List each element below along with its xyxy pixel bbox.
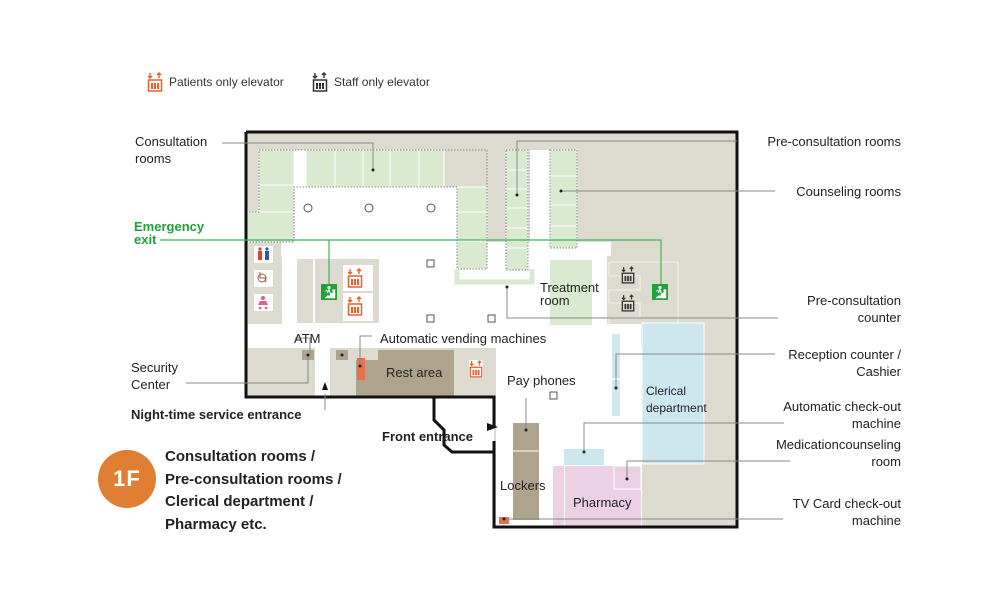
label-pre-consultation-counter: Pre-consultation counter — [807, 292, 901, 326]
patients-elevator-icon — [469, 360, 483, 378]
floor-description-line: Clerical department / — [165, 493, 314, 510]
label-line: room — [871, 454, 901, 469]
columns — [303, 203, 558, 400]
legend-patients-label: Patients only elevator — [169, 75, 284, 89]
label-rest-area: Rest area — [386, 365, 443, 380]
treatment-room — [550, 260, 592, 325]
vending-machine — [357, 358, 365, 380]
label-consultation-rooms: Consultation rooms — [135, 133, 207, 167]
label-line: machine — [851, 416, 901, 431]
baby-changing-icon — [254, 294, 273, 311]
floor-description-line: Pharmacy etc. — [165, 515, 267, 533]
label-lockers: Lockers — [500, 478, 546, 493]
label-line: Pre-consultation — [807, 293, 901, 308]
floor-badge: 1F — [98, 450, 156, 508]
label-atm: ATM — [294, 331, 321, 346]
label-line: Emergency — [134, 219, 205, 234]
label-medication-counseling: Medicationcounseling room — [776, 436, 901, 470]
emergency-exit-icon — [652, 284, 668, 300]
counseling-rooms — [549, 149, 578, 249]
label-counseling-rooms: Counseling rooms — [796, 184, 901, 199]
consultation-rooms — [246, 149, 488, 270]
label-reception-counter: Reception counter / Cashier — [788, 346, 901, 380]
label-line: room — [540, 293, 570, 308]
label-line: Treatment — [540, 280, 599, 295]
label-emergency-exit: Emergency exit — [134, 220, 204, 246]
label-line: machine — [851, 513, 901, 528]
label-night-entrance: Night-time service entrance — [131, 407, 302, 422]
label-line: Clerical — [646, 384, 687, 398]
pre-consultation-rooms — [505, 149, 529, 271]
security-center — [248, 348, 312, 397]
pharmacy-counter — [553, 466, 564, 526]
label-auto-checkout: Automatic check-out machine — [783, 398, 901, 432]
label-vending: Automatic vending machines — [380, 331, 547, 346]
label-treatment-room: Treatment room — [540, 281, 599, 307]
label-line: Reception counter / — [788, 347, 901, 362]
consultation-boundary — [246, 149, 488, 270]
label-line: TV Card check-out — [792, 496, 901, 511]
callout-lines — [186, 140, 790, 520]
staff-elevator-icon — [312, 72, 328, 92]
label-front-entrance: Front entrance — [382, 429, 474, 444]
label-line: Center — [131, 377, 171, 392]
label-clerical: Clerical department — [646, 383, 707, 417]
accessible-toilet-icon — [254, 270, 273, 287]
patients-elevator-icon — [147, 72, 163, 92]
label-line: counter — [857, 310, 901, 325]
label-line: Automatic check-out — [783, 399, 901, 414]
front-entrance-arrow — [487, 423, 498, 431]
floor-description-line: Consultation rooms / — [165, 448, 315, 465]
label-line: rooms — [135, 151, 172, 166]
label-security-center: Security Center — [131, 359, 178, 393]
legend-staff-elevator: Staff only elevator — [312, 72, 430, 92]
label-line: Cashier — [856, 364, 901, 379]
night-entrance-arrow — [322, 382, 328, 390]
floor-description: Consultation rooms / Pre-consultation ro… — [165, 446, 342, 536]
label-pay-phones: Pay phones — [507, 373, 576, 388]
label-pre-consultation-rooms: Pre-consultation rooms — [767, 134, 901, 149]
exterior-wall — [244, 130, 739, 529]
label-pharmacy: Pharmacy — [573, 495, 632, 510]
label-line: department — [646, 401, 707, 415]
auto-checkout-machine — [564, 449, 604, 465]
reception-counter-2 — [612, 380, 620, 416]
callout-dots — [306, 168, 629, 521]
label-line: exit — [134, 232, 157, 247]
label-line: Medicationcounseling — [775, 437, 901, 452]
lockers — [513, 423, 539, 520]
label-tvcard-checkout: TV Card check-out machine — [793, 495, 901, 529]
label-line: Consultation — [135, 134, 208, 149]
legend-patients-elevator: Patients only elevator — [147, 72, 284, 92]
clerical-department — [641, 322, 705, 465]
floor-description-line: Pre-consultation rooms / — [165, 470, 342, 488]
emergency-exit-icon — [321, 284, 337, 300]
patients-elevator-icon — [347, 268, 363, 288]
pre-consultation-boundary — [505, 149, 529, 271]
legend-staff-label: Staff only elevator — [334, 75, 430, 89]
patients-elevator-icon — [347, 296, 363, 316]
emergency-exit-line — [160, 239, 662, 285]
rest-area — [378, 350, 454, 397]
counseling-boundary — [549, 149, 578, 249]
pre-consultation-counter — [454, 269, 535, 285]
label-line: Security — [131, 360, 178, 375]
stair-block-left — [297, 259, 313, 323]
restroom-icon — [254, 246, 273, 263]
